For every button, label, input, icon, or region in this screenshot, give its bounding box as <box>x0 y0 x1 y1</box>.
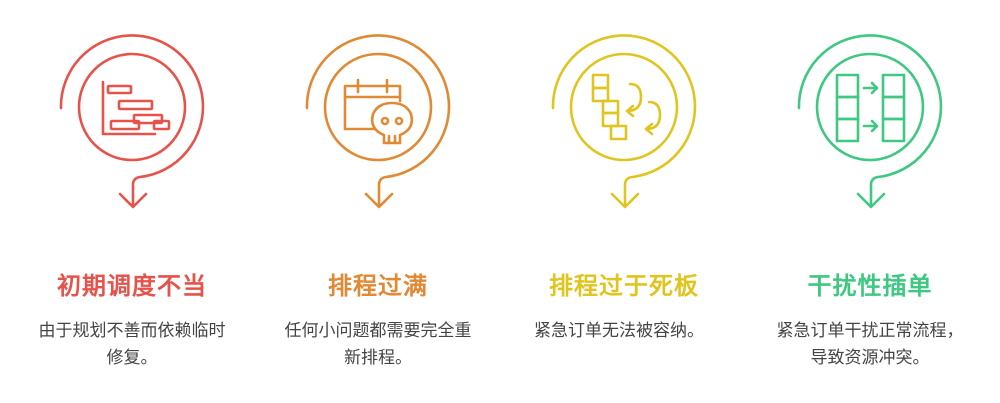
spiral-arrow <box>305 34 451 208</box>
step-4-description: 紧急订单干扰正常流程，导致资源冲突。 <box>776 321 964 368</box>
step-2-title: 排程过满 <box>328 272 428 300</box>
spiral-arrow <box>797 34 943 208</box>
icon-circle <box>569 52 679 162</box>
arrow-head-icon <box>118 192 148 209</box>
step-4-title: 干扰性插单 <box>807 272 933 300</box>
step-2-description: 任何小问题都需要完全重新排程。 <box>284 321 472 368</box>
arrow-head-icon <box>610 192 640 209</box>
step-3-title: 排程过于死板 <box>549 272 699 300</box>
step-2-graphic <box>305 34 451 209</box>
step-4-graphic <box>797 34 943 209</box>
spiral-arrow <box>551 34 697 208</box>
arrow-head-icon <box>856 192 886 209</box>
icon-circle <box>77 52 187 162</box>
step-3-graphic <box>551 34 697 209</box>
gantt-chart-icon <box>101 80 171 136</box>
spiral-arrow <box>59 34 205 208</box>
blocks-loop-icon <box>591 73 662 141</box>
calendar-skull-icon <box>343 78 414 145</box>
step-1-title: 初期调度不当 <box>57 272 207 300</box>
arrow-head-icon <box>364 192 394 209</box>
step-3-description: 紧急订单无法被容纳。 <box>534 321 704 341</box>
step-1-graphic <box>59 34 205 209</box>
icon-circle <box>323 52 433 162</box>
icon-circle <box>815 52 925 162</box>
step-1-description: 由于规划不善而依赖临时修复。 <box>38 321 226 368</box>
columns-transfer-icon <box>835 73 906 143</box>
